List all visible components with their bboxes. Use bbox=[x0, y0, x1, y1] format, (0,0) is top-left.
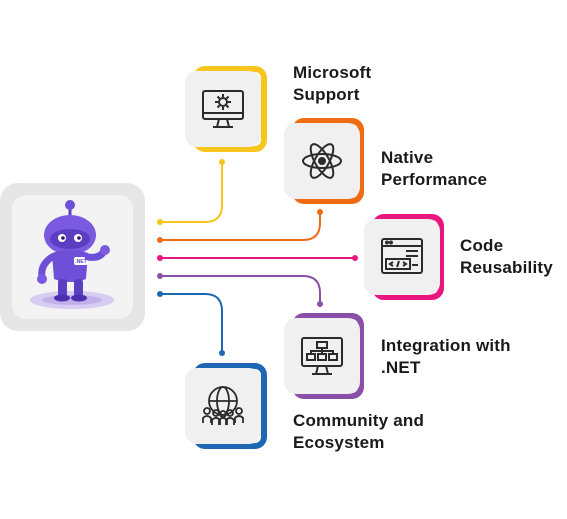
card-code-reusability bbox=[364, 219, 440, 295]
connector-dot-start bbox=[157, 291, 163, 297]
hub-card: .NET bbox=[0, 183, 145, 331]
network-monitor-icon bbox=[284, 318, 360, 394]
card-community-ecosystem bbox=[185, 368, 261, 444]
community-globe-icon bbox=[185, 368, 261, 444]
monitor-gear-icon bbox=[185, 71, 261, 147]
card-frame-integration-net bbox=[292, 313, 364, 399]
label-integration-net: Integration with .NET bbox=[381, 336, 511, 377]
connector-dot-start bbox=[157, 237, 163, 243]
card-native-performance bbox=[284, 123, 360, 199]
connector-dot-start bbox=[157, 219, 163, 225]
card-frame-code-reusability bbox=[372, 214, 444, 300]
card-frame-microsoft-support bbox=[193, 66, 267, 152]
card-frame-community-ecosystem bbox=[193, 363, 267, 449]
connector-dot-end bbox=[352, 255, 358, 261]
connector-dot-start bbox=[157, 255, 163, 261]
label-code-reusability: Code Reusability bbox=[460, 236, 553, 277]
code-window-icon bbox=[364, 219, 440, 295]
connector-community-ecosystem bbox=[160, 293, 223, 353]
connector-dot-end bbox=[219, 350, 225, 356]
label-community-ecosystem: Community and Ecosystem bbox=[293, 411, 425, 452]
hub-card-inner: .NET bbox=[12, 195, 133, 319]
card-microsoft-support bbox=[185, 71, 261, 147]
label-native-performance: Native Performance bbox=[381, 148, 488, 189]
connector-dot-end bbox=[317, 209, 323, 215]
connector-microsoft-support bbox=[160, 162, 223, 223]
label-microsoft-support: Microsoft Support bbox=[293, 63, 372, 104]
mascot-badge: .NET bbox=[75, 259, 86, 265]
card-frame-native-performance bbox=[292, 118, 364, 204]
dotnet-bot-mascot: .NET bbox=[30, 200, 114, 309]
connector-dot-start bbox=[157, 273, 163, 279]
connector-dot-end bbox=[317, 301, 323, 307]
connector-dot-end bbox=[219, 159, 225, 165]
card-integration-net bbox=[284, 318, 360, 394]
connector-native-performance bbox=[160, 212, 321, 241]
connector-integration-net bbox=[160, 275, 321, 304]
atom-icon bbox=[284, 123, 360, 199]
